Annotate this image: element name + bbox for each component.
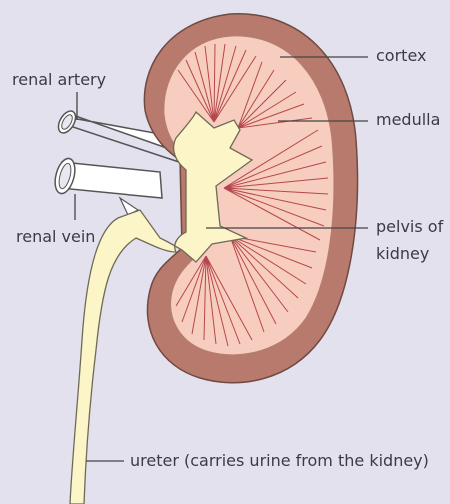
renal-vein bbox=[52, 156, 162, 215]
pelvis-label-line1: pelvis of bbox=[376, 217, 443, 236]
pelvis-label-line2: kidney bbox=[376, 244, 429, 263]
cortex-label: cortex bbox=[376, 46, 426, 65]
renal-vein-label: renal vein bbox=[16, 227, 95, 246]
medulla-label: medulla bbox=[376, 110, 440, 129]
ureter-label: ureter (carries urine from the kidney) bbox=[130, 451, 429, 470]
renal-artery-label: renal artery bbox=[12, 70, 106, 89]
